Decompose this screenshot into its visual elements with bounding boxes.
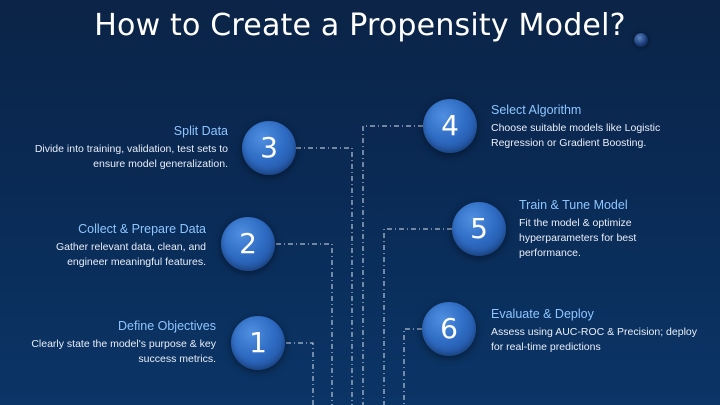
step-1-text: Define Objectives Clearly state the mode… xyxy=(16,319,216,367)
step-1-description: Clearly state the model's purpose & key … xyxy=(31,338,216,365)
step-6-heading: Evaluate & Deploy xyxy=(491,307,594,321)
step-3-circle: 3 xyxy=(242,121,296,175)
step-5-text: Train & Tune Model Fit the model & optim… xyxy=(519,198,689,261)
step-2-heading: Collect & Prepare Data xyxy=(78,222,206,236)
step-1-heading: Define Objectives xyxy=(118,319,216,333)
step-6-circle: 6 xyxy=(422,302,476,356)
step-5-circle: 5 xyxy=(452,202,506,256)
step-2-circle: 2 xyxy=(221,217,275,271)
connector-step-5 xyxy=(383,228,452,405)
connector-step-1 xyxy=(286,342,314,405)
step-3-description: Divide into training, validation, test s… xyxy=(34,143,228,170)
step-2-description: Gather relevant data, clean, and enginee… xyxy=(55,241,206,268)
step-4-description: Choose suitable models like Logistic Reg… xyxy=(491,122,661,149)
step-1-circle: 1 xyxy=(231,316,285,370)
step-6-description: Assess using AUC-ROC & Precision; deploy… xyxy=(491,326,697,353)
step-5-heading: Train & Tune Model xyxy=(519,198,628,212)
step-2-text: Collect & Prepare Data Gather relevant d… xyxy=(14,222,206,270)
connector-step-6 xyxy=(403,328,422,405)
step-4-heading: Select Algorithm xyxy=(491,103,582,117)
page-title: How to Create a Propensity Model? xyxy=(94,8,626,43)
step-4-text: Select Algorithm Choose suitable models … xyxy=(491,103,711,151)
step-4-circle: 4 xyxy=(423,99,477,153)
connector-step-4 xyxy=(362,125,423,405)
step-6-text: Evaluate & Deploy Assess using AUC-ROC &… xyxy=(491,307,711,355)
step-5-description: Fit the model & optimize hyperparameters… xyxy=(519,217,637,259)
connector-step-3 xyxy=(296,147,353,405)
step-3-heading: Split Data xyxy=(173,124,228,138)
connector-step-2 xyxy=(276,243,333,405)
step-3-text: Split Data Divide into training, validat… xyxy=(20,124,228,172)
decorative-orb-icon xyxy=(634,33,648,47)
